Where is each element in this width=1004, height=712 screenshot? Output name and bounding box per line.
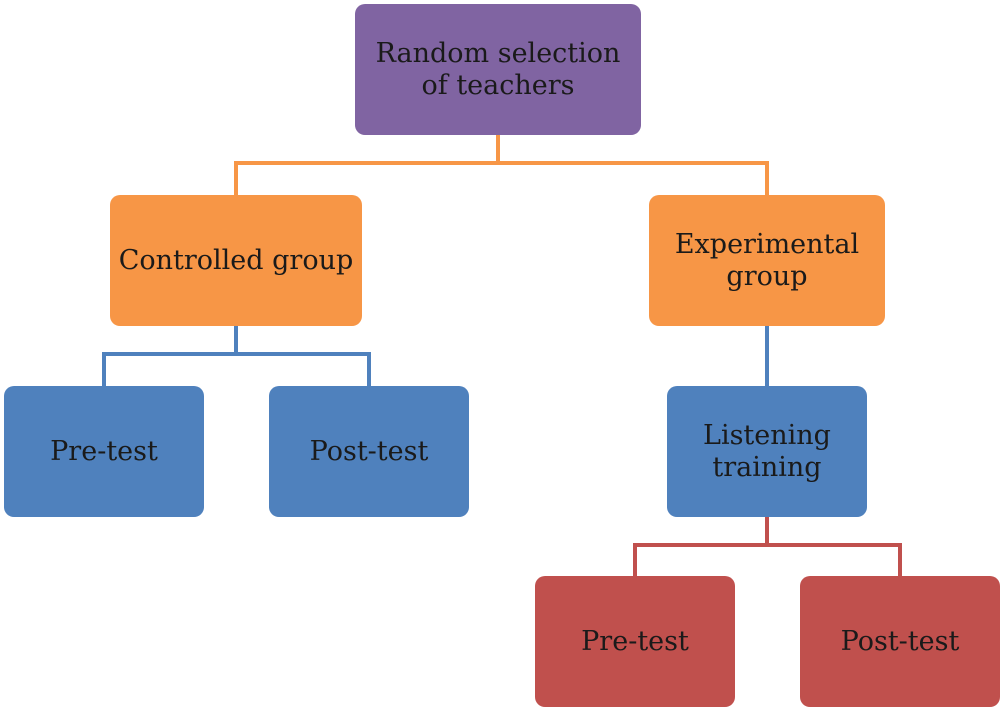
node-experimental-pre-test-label: Pre-test (581, 625, 689, 657)
node-controlled-pre-test-label: Pre-test (50, 435, 158, 467)
node-controlled-post-test-label: Post-test (309, 435, 429, 467)
node-listening-training-line2: training (712, 451, 822, 483)
connector-listening-to-tests (633, 517, 902, 576)
node-experimental-post-test: Post-test (800, 576, 1000, 707)
node-experimental-group: Experimental group (649, 195, 885, 326)
node-listening-training-line1: Listening (703, 419, 831, 451)
node-experimental-pre-test: Pre-test (535, 576, 735, 707)
node-random-selection-line1: Random selection (375, 37, 621, 69)
node-experimental-group-line2: group (726, 260, 808, 292)
node-random-selection-line2: of teachers (421, 69, 575, 101)
node-random-selection: Random selection of teachers (355, 4, 641, 135)
connector-controlled-to-tests (102, 326, 371, 386)
node-experimental-post-test-label: Post-test (840, 625, 960, 657)
node-listening-training: Listening training (667, 386, 867, 517)
node-controlled-post-test: Post-test (269, 386, 469, 517)
node-controlled-pre-test: Pre-test (4, 386, 204, 517)
node-controlled-group: Controlled group (110, 195, 362, 326)
connector-root-to-groups (234, 135, 769, 195)
node-experimental-group-line1: Experimental (674, 228, 860, 260)
node-controlled-group-label: Controlled group (118, 244, 354, 276)
